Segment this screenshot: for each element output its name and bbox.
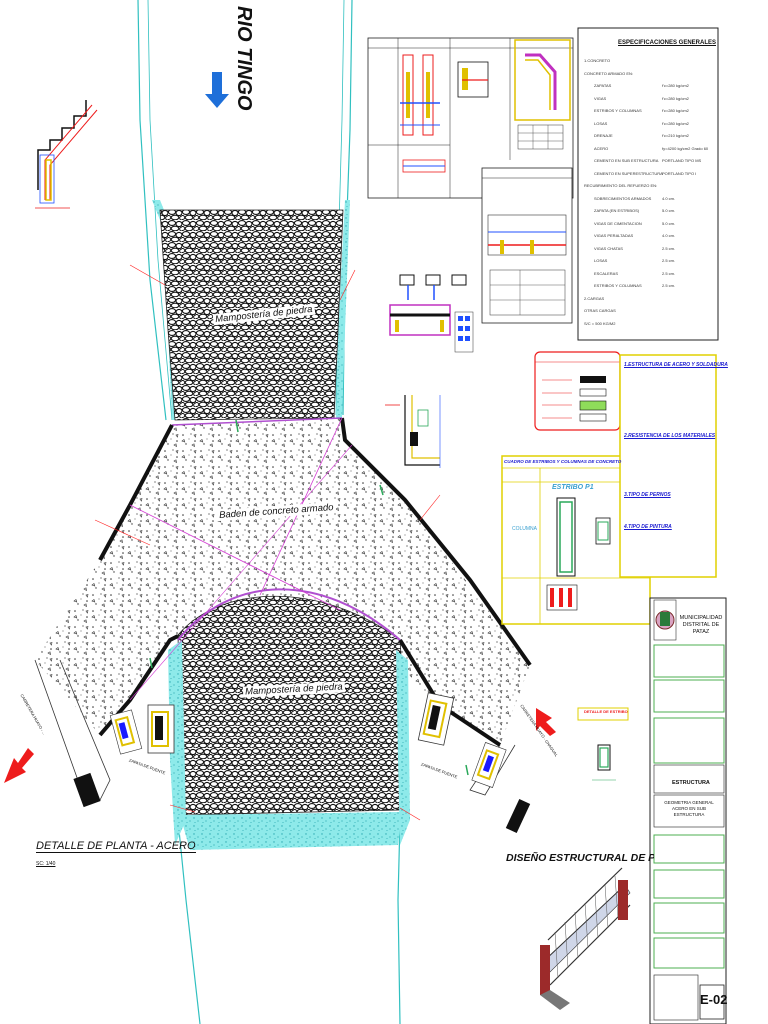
spec-label: RECUBRIMIENTO DEL REFUERZO EN: xyxy=(584,183,658,188)
spec-label: CEMENTO EN SUPERESTRUCTURA xyxy=(594,170,663,176)
slab-edge-right-top xyxy=(340,417,532,667)
section-markers xyxy=(149,419,469,776)
stirrup-header: ESTRIBO P1 xyxy=(552,484,594,491)
river-flow-arrow xyxy=(205,72,229,108)
notes-box xyxy=(619,354,717,578)
dim-line-1 xyxy=(129,504,341,611)
spec-label: LOSAS xyxy=(594,258,608,263)
anchor-details xyxy=(389,274,474,353)
river-bank-left xyxy=(137,0,167,421)
spec-label: DRENAJE xyxy=(594,133,613,138)
stirrup-detail-small xyxy=(577,707,629,781)
spec-value: 2.5 cm. xyxy=(662,258,676,263)
spec-value: PORTLAND TIPO I xyxy=(662,170,697,176)
leader-2 xyxy=(339,269,356,301)
spec-value: 2.5 cm. xyxy=(662,283,676,288)
spec-value: 5.0 cm. xyxy=(662,208,676,213)
specs-title: ESPECIFICACIONES GENERALES xyxy=(618,40,717,46)
spec-label: S/C = 500 KG/M2 xyxy=(584,320,616,326)
tb-sheet-number: E-02 xyxy=(700,992,728,1007)
spec-label: OTRAS CARGAS xyxy=(584,308,616,313)
spec-value: PORTLAND TIPO MS xyxy=(662,158,702,163)
spec-label: SOBRECIMIENTOS ARMADOS xyxy=(594,195,652,201)
direction-arrow-right xyxy=(536,708,556,736)
spec-label: ESTRIBOS Y COLUMNAS xyxy=(594,283,642,288)
river-bank-lower-left xyxy=(177,819,201,1024)
stirrup-detail-title: DETALLE DE ESTRIBO xyxy=(584,709,628,714)
spec-label: ESTRIBOS Y COLUMNAS xyxy=(594,108,642,113)
spec-label: ZAPATA (EN ESTRIBOS) xyxy=(594,208,640,213)
footing-detail-right xyxy=(417,692,507,788)
notes-paint-title: 4.TIPO DE PINTURA xyxy=(624,524,672,530)
notes-materials-title: 2.RESISTENCIA DE LOS MATERIALES xyxy=(624,433,716,439)
leader-3 xyxy=(94,519,151,546)
river-edge-lower-right xyxy=(396,650,410,845)
spec-label: VIGAS xyxy=(594,95,607,101)
masonry-lower xyxy=(177,595,406,816)
spec-value: f'c=280 kg/cm2 xyxy=(662,83,689,88)
spec-value: 4.0 cm. xyxy=(662,233,676,238)
hatched-piece-left xyxy=(73,772,101,808)
spec-label: VIGAS DE CIMENTACION xyxy=(594,220,642,226)
column-table-title: CUADRO DE ESTRIBOS Y COLUMNAS DE CONCRET… xyxy=(504,459,622,464)
dim-line-3 xyxy=(129,444,353,701)
spec-value: 4.0 cm. xyxy=(662,195,676,201)
river-edge-lower-left xyxy=(168,640,186,845)
specs-box xyxy=(577,27,719,341)
legend-box xyxy=(534,351,621,431)
arc-outline-upper xyxy=(171,417,343,426)
tb-content: GEOMETRIA GENERAL ACERO EN SUB ESTRUCTUR… xyxy=(664,800,714,817)
river-bank-left-outer xyxy=(147,0,173,421)
spec-value: fy=4200 kg/cm2 Grado 60 xyxy=(662,145,709,151)
spec-label: LOSAS xyxy=(594,120,608,126)
spec-label: CEMENTO EN SUB ESTRUCTURA xyxy=(594,158,659,163)
column-label: COLUMNA xyxy=(512,526,538,532)
hatched-piece-right xyxy=(505,798,531,834)
wall-detail xyxy=(380,385,475,470)
leader-5 xyxy=(169,804,196,813)
spec-value: f'c=280 kg/cm2 xyxy=(662,120,689,126)
tb-entity: MUNICIPALIDAD DISTRITAL DE PATAZ xyxy=(679,615,723,635)
spec-value: 2.5 cm. xyxy=(662,270,676,276)
direction-arrow-left xyxy=(4,748,34,783)
stair-detail xyxy=(35,100,98,209)
spec-label: VIGAS PERALTADAS xyxy=(594,233,634,238)
spec-value: 5.0 cm. xyxy=(662,220,676,226)
spec-label: CONCRETO ARMADO EN: xyxy=(584,70,634,76)
spec-label: ESCALERAS xyxy=(594,270,619,276)
river-edge-upper-right xyxy=(336,200,350,418)
structural-title: DISEÑO ESTRUCTURAL DE PUENTE PEATONAL xyxy=(506,852,654,864)
leader-6 xyxy=(399,807,421,821)
notes-bolts-title: 3.TIPO DE PERNOS xyxy=(624,492,671,498)
detail-sheet-beam xyxy=(481,167,573,324)
spec-value: f'c=280 kg/cm2 xyxy=(662,95,689,101)
tb-specialty: ESTRUCTURA xyxy=(672,780,710,786)
arc-outline xyxy=(177,588,401,641)
spec-value: f'c=280 kg/cm2 xyxy=(662,108,689,113)
notes-steel-title: 1.ESTRUCTURA DE ACERO Y SOLDADURA xyxy=(624,362,728,368)
leader-4 xyxy=(419,494,441,521)
river-bank-lower-right xyxy=(397,819,401,1024)
masonry-lower-bottom xyxy=(180,812,402,850)
spec-label: 1.CONCRETO xyxy=(584,58,611,63)
bridge-3d-render xyxy=(540,867,631,1010)
spec-value: 2.5 cm. xyxy=(662,245,676,251)
spec-label: ACERO xyxy=(594,145,609,151)
plan-title: DETALLE DE PLANTA - ACERO xyxy=(36,840,196,853)
spec-label: 2.CARGAS xyxy=(584,295,605,301)
leader-1 xyxy=(129,264,166,286)
spec-label: ZAPATAS xyxy=(594,83,612,88)
title-block-frame xyxy=(649,597,727,1024)
river-label: RIO TINGO xyxy=(233,6,255,111)
spec-value: f'c=210 kg/cm2 xyxy=(662,133,689,138)
footing-detail-left xyxy=(109,704,175,755)
plan-scale: SC: 1/40 xyxy=(36,861,56,867)
spec-label: VIGAS CHATAS xyxy=(594,245,623,251)
